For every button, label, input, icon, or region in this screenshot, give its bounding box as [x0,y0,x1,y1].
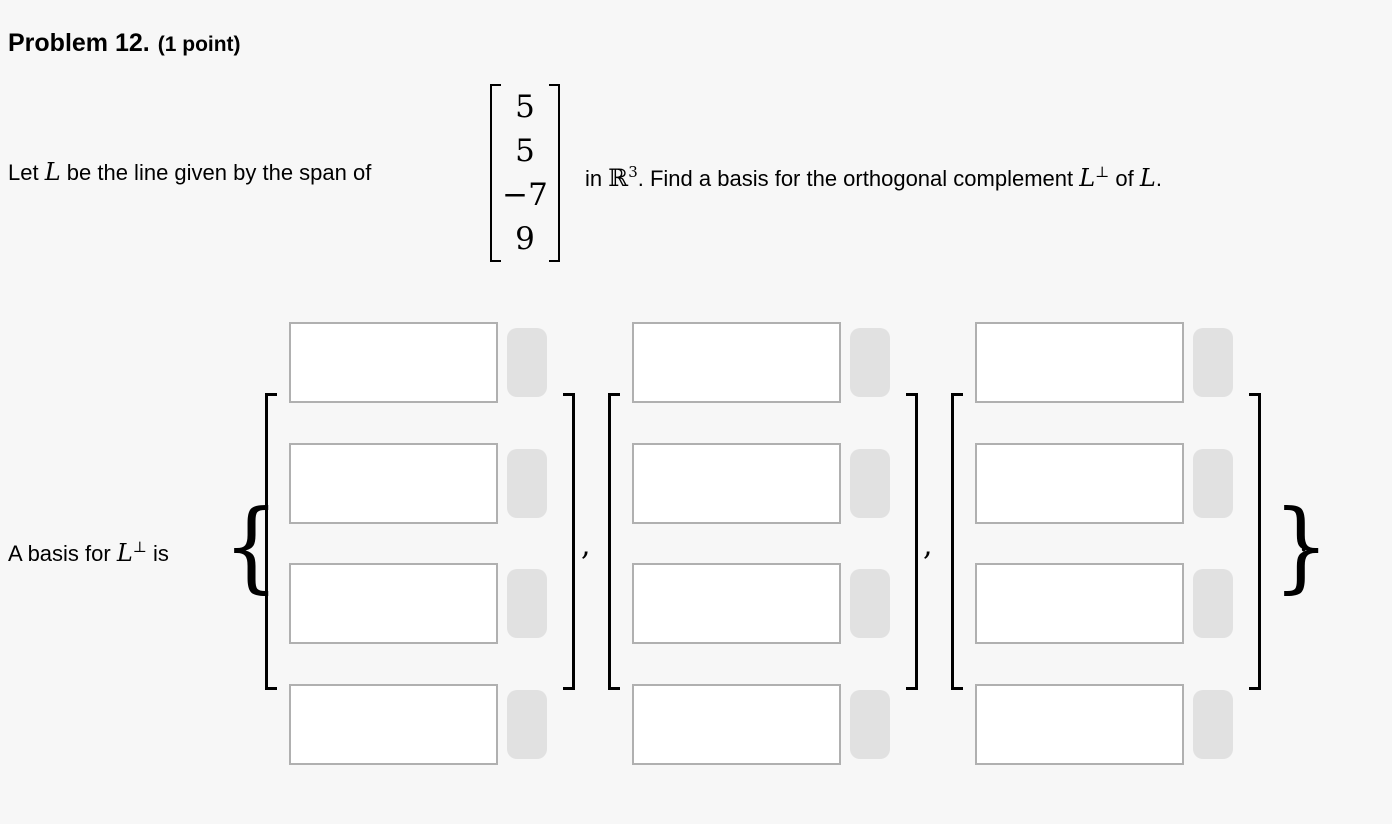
statement-period: . [1155,166,1162,191]
equation-editor-button-3-2[interactable] [1193,449,1233,518]
problem-heading: Problem 12. (1 point) [8,22,241,59]
equation-editor-button-1-1[interactable] [507,328,547,397]
answer-cell [289,684,547,765]
answer-cell [632,443,890,524]
statement-of: of [1115,166,1134,191]
vector-entry-1: 5 [515,89,535,125]
statement-in: in [585,166,603,191]
answer-input-2-4[interactable] [632,684,841,765]
vector-entry-2: 5 [515,133,535,169]
answer-bracket-left-3 [951,393,963,690]
answer-cell [632,563,890,644]
answer-label: A basis for L⊥ is [8,532,169,569]
problem-title: Problem 12. [8,29,150,57]
answer-input-1-1[interactable] [289,322,498,403]
line-symbol: L [44,158,61,186]
answer-input-3-2[interactable] [975,443,1184,524]
answer-cell [975,443,1233,524]
equation-editor-button-2-4[interactable] [850,690,890,759]
answer-input-2-1[interactable] [632,322,841,403]
vector-entry-4: 9 [515,221,535,257]
answer-cell [975,684,1233,765]
answer-label-tail: is [153,541,169,566]
equation-editor-button-1-3[interactable] [507,569,547,638]
answer-cell [632,684,890,765]
answer-complement-symbol: L [116,539,133,567]
answer-bracket-right-3 [1249,393,1261,690]
answer-cell [289,322,547,403]
answer-cell [289,443,547,524]
statement-lead: Let [8,160,39,185]
statement-text-tail: in ℝ3. Find a basis for the orthogonal c… [585,158,1162,193]
answer-input-2-3[interactable] [632,563,841,644]
answer-vector-1 [265,310,575,780]
equation-editor-button-2-3[interactable] [850,569,890,638]
answer-cell [289,563,547,644]
equation-editor-button-3-3[interactable] [1193,569,1233,638]
answer-bracket-right-1 [563,393,575,690]
vector-separator-1: , [581,528,591,563]
answer-cell [975,322,1233,403]
answer-vector-3 [951,310,1261,780]
vector-entry-3: −7 [502,177,548,213]
answer-input-1-4[interactable] [289,684,498,765]
answer-input-3-3[interactable] [975,563,1184,644]
complement-symbol: L [1079,164,1096,192]
sentence-period: . [1299,524,1309,559]
answer-bracket-right-2 [906,393,918,690]
equation-editor-button-1-4[interactable] [507,690,547,759]
equation-editor-button-2-2[interactable] [850,449,890,518]
problem-points: (1 point) [157,33,241,56]
equation-editor-button-3-4[interactable] [1193,690,1233,759]
answer-input-3-1[interactable] [975,322,1184,403]
vector-entries: 5 5 −7 9 [501,84,549,262]
set-close-brace: } [1273,490,1330,604]
statement-text-lead: Let L be the line given by the span of [8,158,371,187]
set-open-brace: { [223,490,280,604]
answer-cell [632,322,890,403]
vector-separator-2: , [923,528,933,563]
perp-symbol: ⊥ [1095,163,1110,181]
equation-editor-button-2-1[interactable] [850,328,890,397]
statement-find: . Find a basis for the orthogonal comple… [637,166,1074,191]
real-space-symbol: ℝ3 [608,163,638,192]
equation-editor-button-1-2[interactable] [507,449,547,518]
answer-input-3-4[interactable] [975,684,1184,765]
answer-label-lead: A basis for [8,541,111,566]
space-exponent: 3 [628,163,638,181]
answer-input-2-2[interactable] [632,443,841,524]
answer-perp-symbol: ⊥ [132,538,147,556]
statement-mid: be the line given by the span of [66,160,372,185]
line-symbol-end: L [1139,164,1156,192]
answer-input-1-2[interactable] [289,443,498,524]
vector-bracket-left [490,84,501,262]
answer-bracket-left-1 [265,393,277,690]
answer-bracket-left-2 [608,393,620,690]
vector-bracket-right [549,84,560,262]
answer-vector-2 [608,310,918,780]
answer-cell [975,563,1233,644]
span-vector: 5 5 −7 9 [490,84,560,262]
equation-editor-button-3-1[interactable] [1193,328,1233,397]
answer-input-1-3[interactable] [289,563,498,644]
